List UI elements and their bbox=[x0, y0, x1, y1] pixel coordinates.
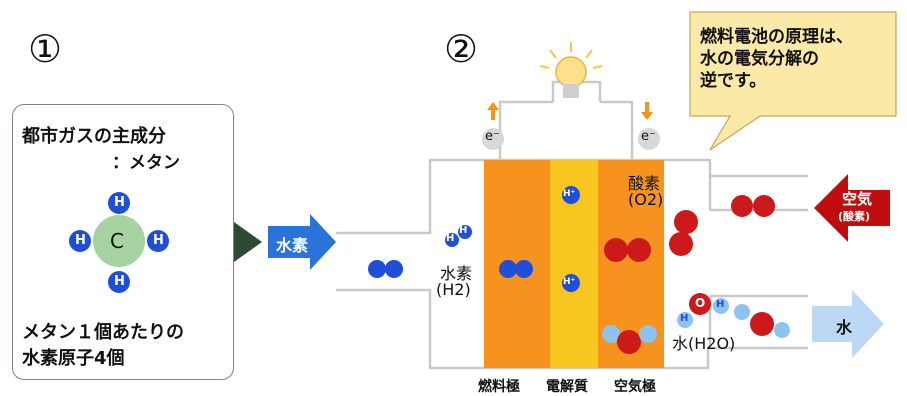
h-letter-left: H bbox=[680, 313, 689, 324]
hydrogen-atom-left bbox=[69, 230, 91, 252]
callout-line-3: 逆です。 bbox=[700, 71, 767, 91]
methane-subtitle: ：メタン bbox=[112, 153, 180, 173]
water-out-h-b bbox=[774, 322, 790, 338]
electron-up-arrow-icon bbox=[487, 102, 499, 120]
water-out-o bbox=[750, 312, 774, 336]
water-h-left bbox=[602, 325, 620, 343]
methane-molecule bbox=[69, 192, 169, 293]
hplus-ion-bottom bbox=[562, 274, 580, 292]
electron-label-right: e⁻ bbox=[641, 129, 656, 144]
hplus-label-top: H⁺ bbox=[563, 189, 576, 199]
step-number-2: ② bbox=[444, 27, 479, 71]
electron-down-arrow-icon bbox=[641, 102, 653, 120]
h2-molecule-incoming-a bbox=[445, 233, 459, 247]
carbon-atom bbox=[93, 215, 145, 267]
electron-right-icon bbox=[638, 128, 660, 150]
hplus-ion-top bbox=[562, 186, 580, 204]
water-arrow-icon bbox=[812, 290, 884, 358]
h2-pipe-molecule-b bbox=[385, 260, 403, 278]
carbon-label: C bbox=[110, 229, 124, 253]
label-o-icon bbox=[689, 293, 711, 315]
h-label-left: H bbox=[75, 233, 86, 248]
methane-caption-2: 水素原子4個 bbox=[22, 348, 125, 369]
o2-air-b bbox=[753, 195, 775, 217]
air-electrode-label: 空気極 bbox=[614, 379, 656, 395]
h2-pipe-molecule-a bbox=[368, 260, 386, 278]
light-bulb-icon bbox=[539, 42, 603, 98]
water-arrow-label: 水 bbox=[836, 318, 853, 337]
h-label-right: H bbox=[153, 233, 164, 248]
air-arrow-icon bbox=[814, 174, 890, 242]
water-label: 水(H2O) bbox=[672, 334, 736, 353]
electrolyte-label: 電解質 bbox=[546, 379, 588, 395]
callout-bubble bbox=[689, 11, 897, 151]
callout-line-1: 燃料電池の原理は、 bbox=[700, 27, 853, 47]
oxygen-label: 酸素 bbox=[628, 174, 661, 193]
o2-air-a bbox=[731, 195, 753, 217]
h2-electrode-molecule-a bbox=[499, 260, 517, 278]
o-letter: O bbox=[695, 296, 706, 310]
h2-letter-a: H bbox=[446, 233, 455, 244]
electron-label-left: e⁻ bbox=[485, 129, 500, 144]
h-letter-right: H bbox=[716, 299, 725, 310]
hydrogen-atom-right bbox=[147, 230, 169, 252]
methane-title: 都市ガスの主成分 bbox=[22, 126, 166, 147]
o2-molecule-b bbox=[627, 238, 651, 262]
oxygen-formula: (O2) bbox=[628, 190, 664, 209]
h-label-bottom: H bbox=[114, 274, 125, 289]
water-out-h-a bbox=[734, 304, 750, 320]
label-h-icon-right bbox=[713, 298, 729, 314]
o2-molecule-a bbox=[604, 238, 628, 262]
hydrogen-label: 水素 bbox=[440, 264, 473, 283]
air-arrow-label: 空気 bbox=[842, 190, 873, 208]
step-number-1: ① bbox=[28, 27, 63, 71]
hplus-label-bottom: H⁺ bbox=[563, 277, 576, 287]
hydrogen-atom-bottom bbox=[108, 271, 130, 293]
electron-left-icon bbox=[482, 128, 504, 150]
connector-arrow-icon bbox=[234, 222, 262, 262]
hydrogen-arrow-label: 水素 bbox=[276, 236, 309, 255]
h-label-top: H bbox=[114, 195, 125, 210]
o2-vertical-a bbox=[674, 210, 698, 234]
callout-line-2: 水の電気分解の bbox=[700, 49, 819, 69]
label-h-icon-left bbox=[677, 312, 693, 328]
o2-vertical-b bbox=[669, 232, 693, 256]
fuel-electrode-label: 燃料極 bbox=[478, 379, 520, 395]
water-o bbox=[617, 330, 641, 354]
air-arrow-sublabel: (酸素) bbox=[838, 210, 871, 223]
methane-caption-1: メタン１個あたりの bbox=[22, 322, 184, 343]
h2-letter-b: H bbox=[459, 225, 468, 236]
h2-molecule-incoming-b bbox=[458, 225, 472, 239]
hydrogen-formula: (H2) bbox=[436, 280, 471, 299]
hydrogen-atom-top bbox=[108, 192, 130, 214]
methane-panel bbox=[12, 104, 234, 380]
water-h-right bbox=[639, 325, 657, 343]
h2-electrode-molecule-b bbox=[515, 260, 533, 278]
hydrogen-arrow-icon bbox=[268, 214, 336, 270]
